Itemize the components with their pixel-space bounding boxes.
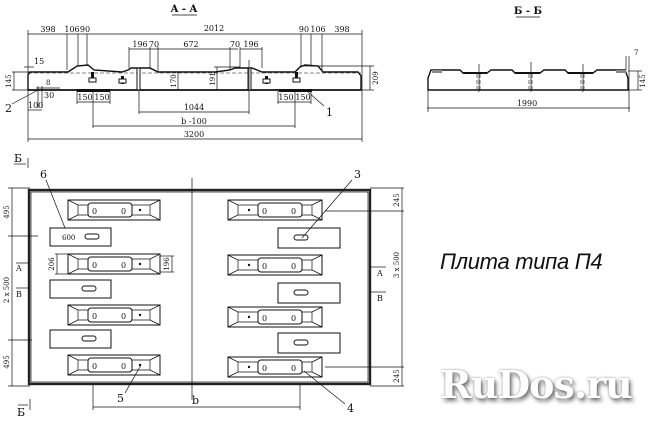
dim-150-b: 150 xyxy=(94,93,109,102)
dim-398-right: 398 xyxy=(334,25,349,34)
rail-mark: 0 xyxy=(291,364,296,373)
plan-view: Б Б 495 2 x 500 495 A B 245 3 x 500 245 … xyxy=(3,152,404,419)
section-aa: A - A 398 106 xyxy=(5,4,380,142)
rail-plate: 0 0 xyxy=(227,254,323,276)
rail-plates-left: 0 0 0 0 0 0 xyxy=(67,199,161,376)
callout-5: 5 xyxy=(117,392,124,405)
pad xyxy=(49,279,112,299)
dim-100: 100 xyxy=(28,101,43,110)
dim-106-right: 106 xyxy=(310,25,325,34)
rail-mark: 0 xyxy=(291,314,296,323)
dim-495-bottom: 495 xyxy=(3,355,11,368)
rail-plate: 0 0 xyxy=(67,199,161,221)
rail-mark: 0 xyxy=(92,207,97,216)
dim-209: 209 xyxy=(372,71,380,84)
pads-left: 600 xyxy=(49,227,112,349)
pad-left-aa xyxy=(77,89,110,92)
dim-7: 7 xyxy=(634,49,638,57)
dim-b: b xyxy=(192,394,199,407)
dim-206: 206 xyxy=(48,257,56,271)
drawing-title: Плита типа П4 xyxy=(440,249,603,274)
dim-145-aa: 145 xyxy=(5,74,13,87)
pad xyxy=(49,227,112,247)
section-bb-label: Б - Б xyxy=(514,6,542,17)
pads-right xyxy=(277,227,341,354)
dim-106-left: 106 xyxy=(64,25,79,34)
rail-mark: 0 xyxy=(262,314,267,323)
dim-398-left: 398 xyxy=(40,25,55,34)
anchor-bolts xyxy=(88,67,301,91)
slab-profile-aa xyxy=(27,64,362,91)
dim-90-left: 90 xyxy=(80,25,90,34)
callout-1: 1 xyxy=(326,106,333,119)
rail-mark: 0 xyxy=(121,261,126,270)
dim-196-left: 196 xyxy=(132,40,147,49)
dim-70-left: 70 xyxy=(149,40,159,49)
pad xyxy=(49,329,112,349)
rail-mark: 0 xyxy=(121,207,126,216)
dim-150-d: 150 xyxy=(295,93,310,102)
cut-v-left: B xyxy=(16,290,22,299)
dim-8: 8 xyxy=(46,79,50,87)
rail-plate: 0 0 xyxy=(67,304,161,326)
rail-plate: 0 0 xyxy=(227,199,323,221)
rail-mark: 0 xyxy=(262,364,267,373)
pad xyxy=(277,332,341,354)
rail-mark: 0 xyxy=(121,312,126,321)
dim-245-bottom: 245 xyxy=(393,369,401,382)
dim-3200: 3200 xyxy=(184,130,204,139)
cut-b-bottom: Б xyxy=(17,406,25,418)
dim-196-plan: 196 xyxy=(163,257,171,271)
dim-2x500: 2 x 500 xyxy=(3,277,11,303)
dim-672: 672 xyxy=(183,40,198,49)
cut-v-right: B xyxy=(377,294,383,303)
dim-1990: 1990 xyxy=(517,99,537,108)
pad-label-600: 600 xyxy=(62,234,75,242)
rail-mark: 0 xyxy=(291,207,296,216)
dim-3x500: 3 x 500 xyxy=(393,252,401,278)
callout-3: 3 xyxy=(354,168,361,181)
dim-170: 170 xyxy=(170,74,178,87)
dim-90-right: 90 xyxy=(299,25,309,34)
watermark: RuDos.ru xyxy=(440,362,633,407)
section-bb: Б - Б 1990 7 145 xyxy=(427,6,647,112)
pad xyxy=(277,227,341,249)
callout-2: 2 xyxy=(5,102,12,115)
dim-196-right: 196 xyxy=(243,40,258,49)
dim-30: 30 xyxy=(44,91,54,100)
cut-b-top: Б xyxy=(14,152,22,165)
rail-plate: 0 0 xyxy=(67,253,161,275)
rail-mark: 0 xyxy=(121,362,126,371)
section-aa-label: A - A xyxy=(170,4,198,15)
rail-mark: 0 xyxy=(291,262,296,271)
rail-mark: 0 xyxy=(92,261,97,270)
pad xyxy=(277,282,341,304)
rail-mark: 0 xyxy=(262,262,267,271)
dim-15: 15 xyxy=(34,57,44,66)
rail-plate: 0 0 xyxy=(227,356,323,378)
dim-245-top: 245 xyxy=(393,193,401,206)
pad-right-aa xyxy=(279,89,312,92)
dim-495-top: 495 xyxy=(3,205,11,218)
cut-a-left: A xyxy=(15,264,22,273)
rail-plate: 0 0 xyxy=(67,354,161,376)
dim-70-right: 70 xyxy=(230,40,240,49)
dim-191: 191 xyxy=(209,72,217,85)
dim-2012: 2012 xyxy=(204,24,224,33)
rail-mark: 0 xyxy=(92,362,97,371)
slab-outline xyxy=(27,188,372,386)
rail-plates-right: 0 0 0 0 0 0 xyxy=(227,199,323,378)
rail-plate: 0 0 xyxy=(227,306,323,328)
rail-mark: 0 xyxy=(92,312,97,321)
cut-a-right: A xyxy=(376,269,383,278)
dim-150-c: 150 xyxy=(278,93,293,102)
dim-145-bb: 145 xyxy=(639,74,647,87)
callout-4: 4 xyxy=(347,402,354,415)
dim-1044: 1044 xyxy=(184,103,204,112)
callout-6: 6 xyxy=(40,168,47,181)
rail-mark: 0 xyxy=(262,207,267,216)
dim-150-a: 150 xyxy=(77,93,92,102)
dim-b-minus-100: b -100 xyxy=(181,117,207,126)
